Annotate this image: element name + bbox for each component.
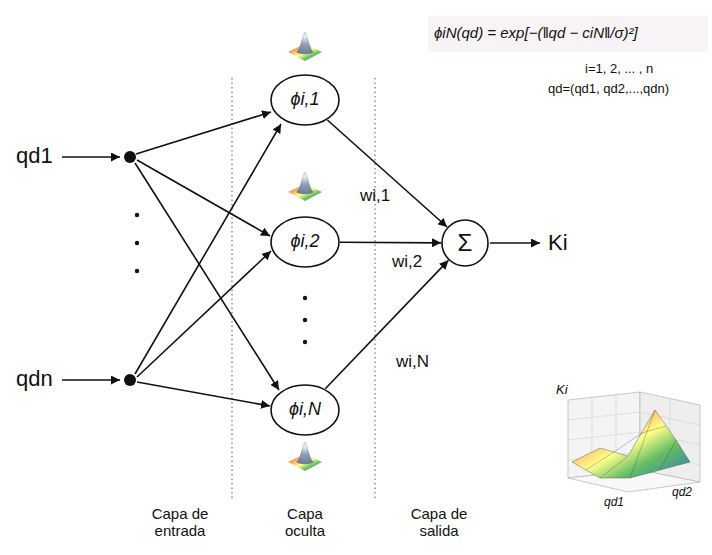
rbf-neuron: ϕi,N — [270, 384, 340, 436]
signal-label: qd1 — [16, 143, 53, 168]
layer-caption: Capa de entrada — [135, 505, 225, 540]
weight-label: wi,2 — [392, 252, 422, 272]
signal-label: qd=(qd1, qd2,...,qdn) — [548, 82, 669, 97]
weight-connector — [325, 260, 448, 388]
sum-node: Σ — [441, 219, 489, 267]
signal-label: Ki — [556, 383, 568, 398]
signal-label: qdn — [16, 366, 53, 391]
gaussian-icon — [288, 442, 322, 471]
layer-caption: Capa de salida — [400, 505, 478, 540]
input-node — [124, 151, 136, 163]
output-arrow — [490, 242, 540, 244]
weight-label: wi,N — [396, 352, 429, 372]
signal-label: qd2 — [672, 486, 692, 500]
input-arrow — [62, 379, 120, 381]
weight-label: wi,1 — [360, 186, 390, 206]
formula: ϕiN(qd) = exp[−(‖qd − ciN‖/σ)²] — [434, 24, 638, 41]
signal-label: qd1 — [604, 496, 624, 510]
input-wire — [135, 112, 281, 406]
input-node — [124, 374, 136, 386]
layer-separator — [375, 78, 376, 500]
weight-connector — [340, 241, 441, 243]
signal-label: i=1, 2, ... , n — [585, 62, 653, 77]
formula-ground — [428, 16, 708, 52]
gaussian-icon — [288, 172, 322, 201]
rbf-neuron: ϕi,2 — [270, 216, 340, 268]
weight-connector — [327, 120, 447, 227]
gaussian-icon — [288, 32, 322, 61]
node-label: Σ — [458, 230, 473, 256]
layer-caption: Capa oculta — [266, 505, 344, 540]
node-label: ϕi,N — [289, 400, 321, 420]
surface-plot — [568, 392, 700, 492]
node-label: ϕi,1 — [290, 90, 319, 110]
node-label: ϕi,2 — [290, 232, 319, 252]
rbf-neuron: ϕi,1 — [270, 74, 340, 126]
signal-label: Ki — [548, 230, 568, 255]
input-arrow — [62, 156, 120, 158]
